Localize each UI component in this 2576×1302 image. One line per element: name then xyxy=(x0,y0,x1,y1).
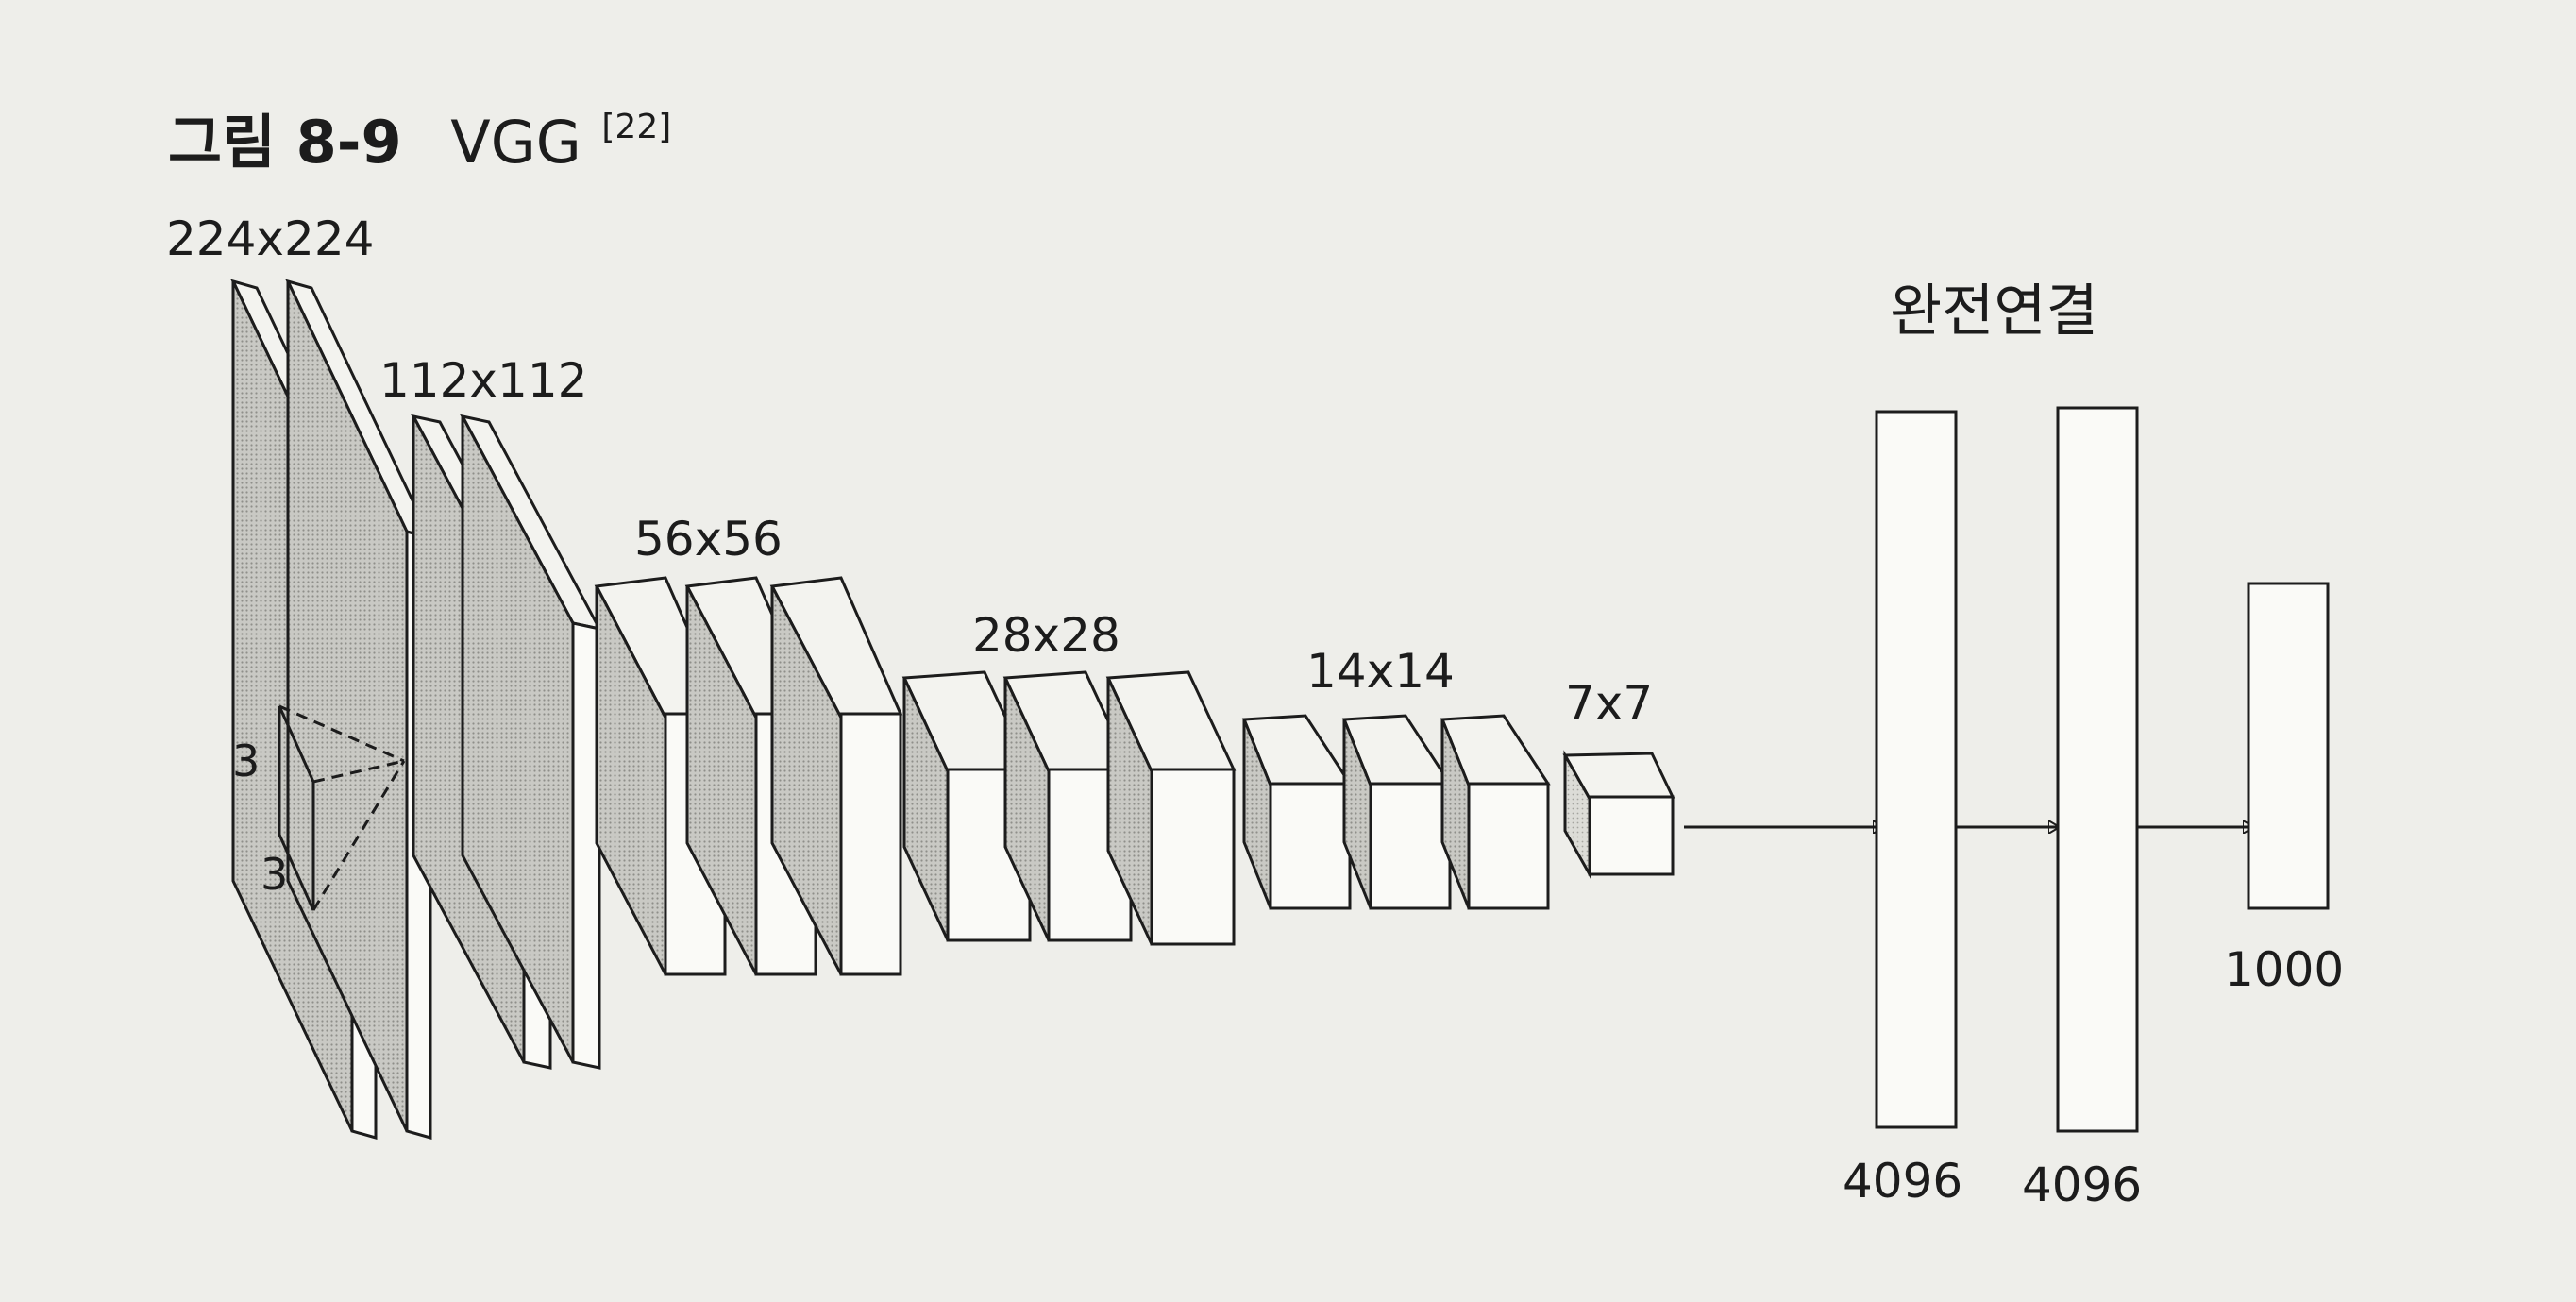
fc-size-label: 1000 xyxy=(2224,942,2344,997)
stage-size-label: 224x224 xyxy=(166,211,374,266)
conv-layer xyxy=(1341,714,1453,910)
conv-stage-28 xyxy=(901,670,1237,946)
conv-stage-56 xyxy=(594,576,903,976)
figure-title: 그림 8-9 VGG [22] xyxy=(168,108,671,177)
conv-stage-224 xyxy=(230,279,433,1140)
conv-stage-14 xyxy=(1241,714,1551,910)
stage-size-label: 112x112 xyxy=(379,353,587,408)
fc-layer xyxy=(1875,410,1958,1129)
fc-layer xyxy=(2247,582,2330,910)
stage-size-label: 7x7 xyxy=(1565,676,1653,731)
fully-connected-header: 완전연결 xyxy=(1890,279,2098,345)
conv-layer xyxy=(769,576,903,976)
figure-reference: [22] xyxy=(601,108,671,146)
fc-size-label: 4096 xyxy=(2022,1158,2142,1212)
kernel-height-label: 3 xyxy=(232,736,260,786)
figure-name: VGG xyxy=(450,108,581,177)
conv-layer xyxy=(1241,714,1353,910)
fc-size-label: 4096 xyxy=(1843,1154,1962,1209)
conv-stage-112 xyxy=(411,414,602,1070)
conv-layer xyxy=(1105,670,1237,946)
figure-number: 그림 8-9 xyxy=(168,108,402,177)
conv-layer xyxy=(1440,714,1551,910)
stage-size-label: 28x28 xyxy=(972,608,1120,663)
kernel-3x3 xyxy=(278,704,406,911)
conv-layer xyxy=(1562,750,1675,880)
fc-layer xyxy=(2056,406,2139,1133)
kernel-width-label: 3 xyxy=(261,849,288,900)
stage-size-label: 14x14 xyxy=(1306,644,1455,699)
conv-stage-7 xyxy=(1562,750,1675,880)
conv-layer xyxy=(460,414,602,1070)
stage-size-label: 56x56 xyxy=(634,512,783,566)
fully-connected-layers xyxy=(1684,406,2330,1133)
